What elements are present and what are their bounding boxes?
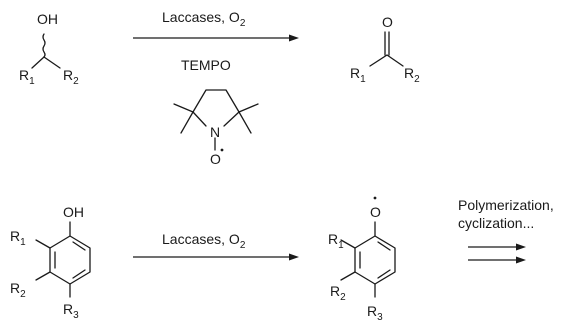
tempo-structure: N O bbox=[173, 89, 259, 167]
radical-dot-icon bbox=[373, 196, 377, 200]
arrowhead-icon bbox=[516, 256, 526, 264]
wavy-stereo-bond bbox=[42, 33, 46, 58]
aromatic-double-bond-3 bbox=[377, 241, 391, 251]
r1-label: R1 bbox=[328, 231, 344, 251]
bond-to-r2 bbox=[35, 271, 51, 281]
arrowhead-icon bbox=[289, 253, 299, 261]
reaction1-conditions-bottom: TEMPO bbox=[181, 57, 231, 73]
reaction1-conditions-top: Laccases, O2 bbox=[162, 9, 246, 29]
tempo-ring-right-n bbox=[223, 111, 240, 127]
phenoxyl-oxygen: O bbox=[370, 204, 381, 220]
reaction2-product-phenoxyl-radical: O R1 R2 R3 bbox=[328, 196, 396, 323]
hydroxyl-label: OH bbox=[63, 204, 84, 220]
bond-to-r2 bbox=[340, 271, 356, 281]
tempo-ring-left-n bbox=[192, 111, 207, 127]
r1-label: R1 bbox=[10, 228, 26, 248]
r1-label: R1 bbox=[350, 65, 366, 85]
reaction2-conditions: Laccases, O2 bbox=[162, 231, 246, 251]
aromatic-double-bond-2 bbox=[377, 269, 391, 279]
r1-label: R1 bbox=[19, 67, 35, 87]
bond-to-r2 bbox=[386, 54, 404, 67]
r2-label: R2 bbox=[404, 65, 420, 85]
bond-to-r1 bbox=[369, 54, 388, 67]
arrowhead-icon bbox=[516, 243, 526, 251]
tempo-methyl-1 bbox=[173, 103, 194, 113]
follow-up-reactions: Polymerization, cyclization... bbox=[458, 197, 554, 264]
carbonyl-oxygen: O bbox=[382, 14, 393, 30]
reaction1-product-ketone: O R1 R2 bbox=[350, 14, 420, 85]
bond-to-r1 bbox=[340, 239, 356, 249]
r2-label: R2 bbox=[10, 280, 26, 300]
reaction2-reactant-phenol: OH R1 R2 R3 bbox=[10, 204, 91, 321]
follow-up-line2: cyclization... bbox=[458, 215, 534, 231]
benzene-ring bbox=[49, 235, 91, 285]
tempo-nitrogen: N bbox=[210, 124, 220, 140]
reaction2-arrow: Laccases, O2 bbox=[133, 231, 299, 261]
tempo-methyl-4 bbox=[238, 111, 252, 134]
aromatic-double-bond-3 bbox=[72, 241, 86, 251]
reaction1-reactant-alcohol: OH R1 R2 bbox=[19, 11, 79, 87]
tempo-ring-top bbox=[192, 89, 240, 113]
bond-to-r1 bbox=[35, 239, 51, 249]
tempo-methyl-3 bbox=[238, 103, 259, 113]
hydroxyl-label: OH bbox=[37, 11, 58, 27]
bond-to-r1 bbox=[31, 56, 45, 69]
benzene-ring bbox=[354, 235, 396, 285]
r3-label: R3 bbox=[63, 301, 79, 321]
r2-label: R2 bbox=[330, 283, 346, 303]
follow-up-line1: Polymerization, bbox=[458, 197, 554, 213]
radical-dot-icon bbox=[220, 148, 224, 152]
aromatic-double-bond-2 bbox=[72, 269, 86, 279]
reaction1-arrow: Laccases, O2 TEMPO bbox=[133, 9, 299, 73]
arrowhead-icon bbox=[289, 34, 299, 42]
tempo-methyl-2 bbox=[180, 111, 194, 134]
bond-to-r2 bbox=[43, 56, 61, 69]
tempo-oxygen: O bbox=[210, 151, 221, 167]
r3-label: R3 bbox=[367, 303, 383, 323]
r2-label: R2 bbox=[63, 67, 79, 87]
